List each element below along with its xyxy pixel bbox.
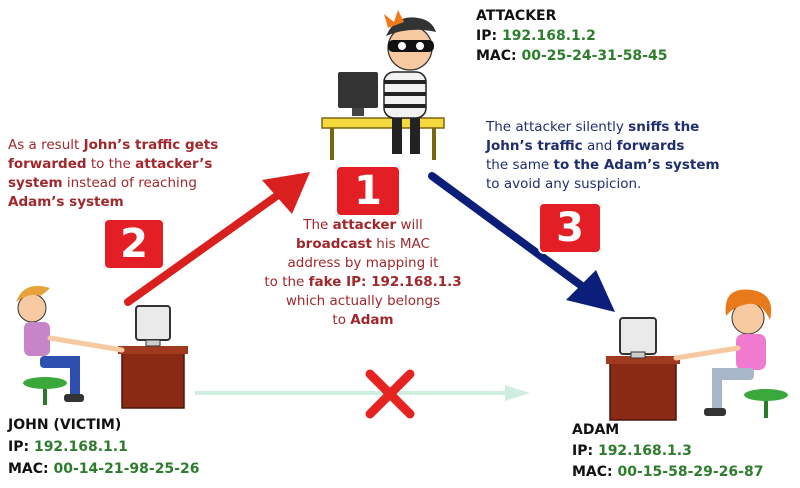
step-2-note: As a result John’s traffic gets forwarde… bbox=[8, 137, 219, 210]
target-info: ADAM IP: 192.168.1.3 MAC: 00-15-58-29-26… bbox=[572, 420, 763, 483]
target-title: ADAM bbox=[572, 422, 620, 438]
step-1-badge: 1 bbox=[335, 165, 401, 217]
step-3-note: The attacker silently sniffs the John’s … bbox=[486, 119, 720, 192]
attacker-title: ATTACKER bbox=[476, 8, 557, 24]
target-ip: 192.168.1.3 bbox=[597, 443, 692, 459]
attacker-mac: 00-25-24-31-58-45 bbox=[521, 48, 668, 64]
target-mac: 00-15-58-29-26-87 bbox=[617, 464, 764, 480]
attacker-ip-line: IP: 192.168.1.2 bbox=[476, 28, 596, 44]
attacker-info: ATTACKER IP: 192.168.1.2 MAC: 00-25-24-3… bbox=[476, 6, 667, 66]
victim-mac-line: MAC: 00-14-21-98-25-26 bbox=[8, 461, 200, 477]
victim-info: JOHN (VICTIM) IP: 192.168.1.1 MAC: 00-14… bbox=[8, 414, 199, 480]
attacker-ip: 192.168.1.2 bbox=[501, 28, 596, 44]
red-arrow bbox=[124, 172, 310, 306]
step-2-badge: 2 bbox=[103, 218, 165, 270]
step-1-note: The attacker will broadcast his MAC addr… bbox=[264, 217, 462, 328]
target-mac-line: MAC: 00-15-58-29-26-87 bbox=[572, 464, 764, 480]
victim-ip-line: IP: 192.168.1.1 bbox=[8, 439, 128, 455]
adam-illustration bbox=[606, 289, 788, 421]
attacker-illustration bbox=[321, 10, 445, 160]
target-ip-line: IP: 192.168.1.3 bbox=[572, 443, 692, 459]
victim-mac: 00-14-21-98-25-26 bbox=[53, 461, 200, 477]
step-3-badge: 3 bbox=[538, 202, 602, 254]
victim-title: JOHN (VICTIM) bbox=[8, 417, 122, 433]
blocked-path bbox=[195, 385, 530, 401]
cross-icon bbox=[365, 369, 415, 419]
attacker-mac-line: MAC: 00-25-24-31-58-45 bbox=[476, 48, 668, 64]
john-illustration bbox=[16, 285, 188, 409]
blue-arrow bbox=[428, 172, 615, 312]
victim-ip: 192.168.1.1 bbox=[33, 439, 128, 455]
